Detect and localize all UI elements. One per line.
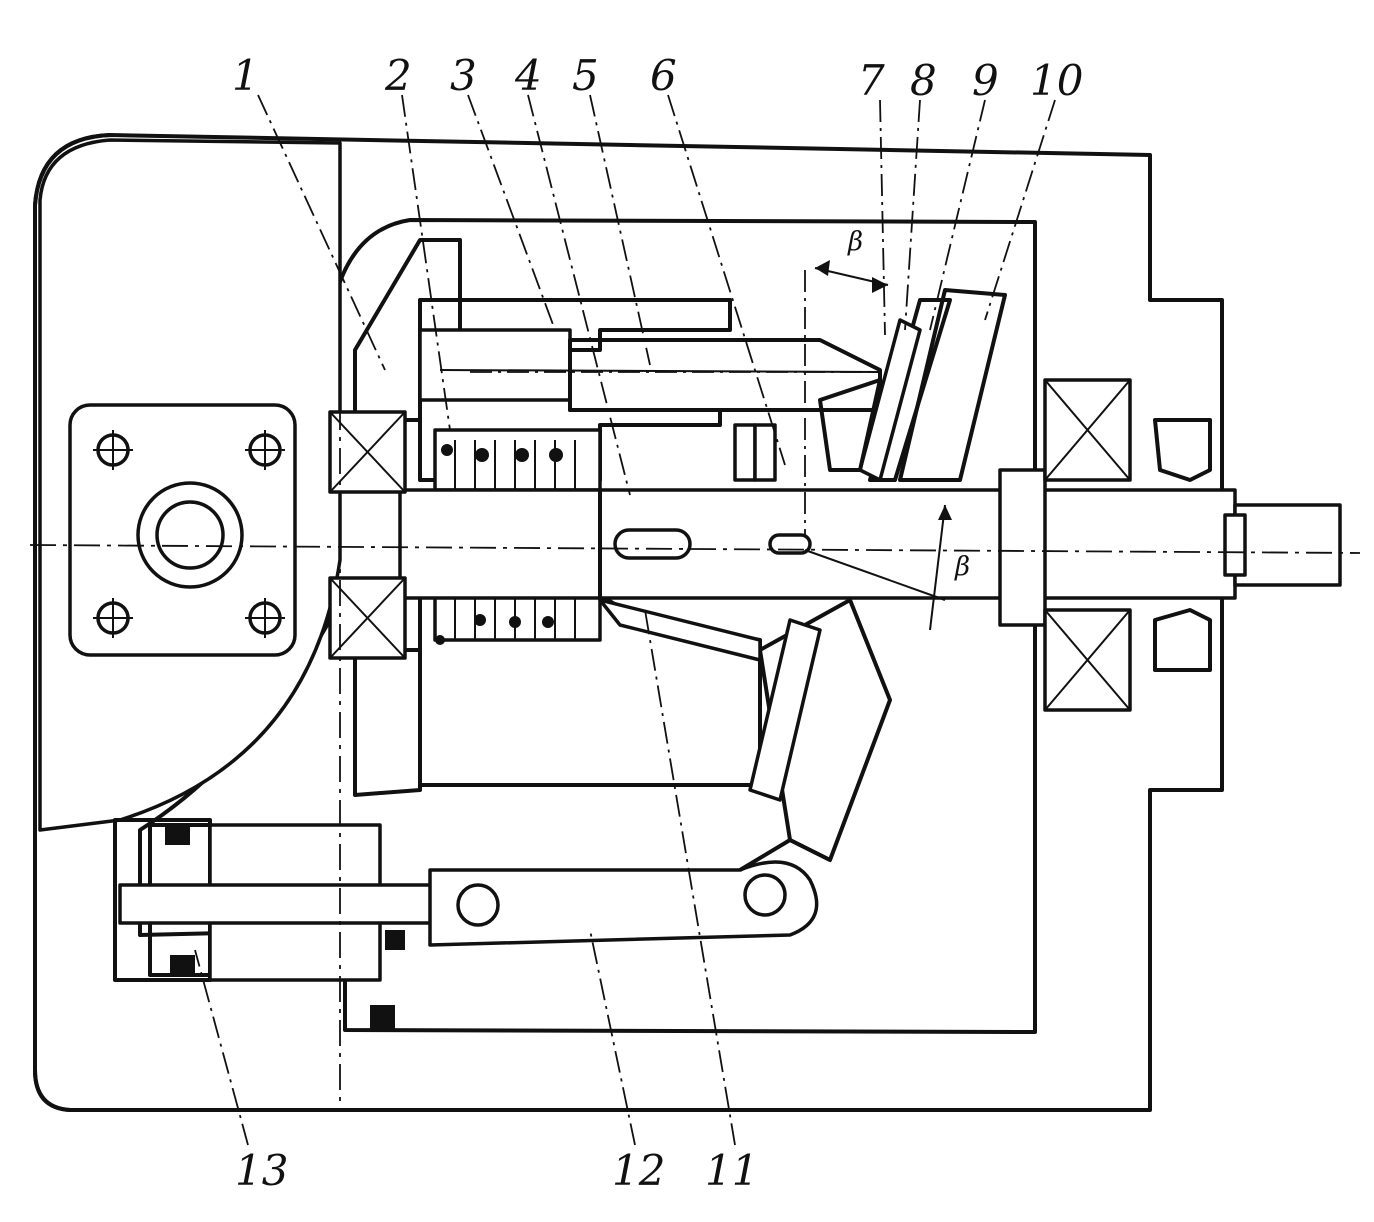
callout-labels: 1 2 3 4 5 6 7 8 9 10 11 12 13: [232, 51, 1083, 1195]
callout-2: 2: [384, 51, 412, 100]
angle-beta-upper: β: [814, 227, 889, 293]
callout-3: 3: [450, 51, 477, 100]
angle-beta-label: β: [954, 552, 970, 582]
bearing-right: [1043, 378, 1132, 712]
mounting-flange: [68, 403, 297, 657]
callout-8: 8: [910, 56, 937, 105]
callout-6: 6: [650, 51, 677, 100]
callout-5: 5: [572, 51, 599, 100]
callout-9: 9: [972, 56, 999, 105]
callout-4: 4: [514, 51, 542, 100]
lever-pin-icon: [456, 883, 500, 927]
swash-plate-assembly: [733, 288, 1007, 862]
shaft-pivot-icon: [768, 533, 812, 555]
bolt-hole-icon: [93, 430, 285, 638]
lever-pivot-icon: [743, 873, 787, 917]
shaft-key-slot-icon: [613, 528, 692, 560]
shaft-seal: [1153, 418, 1212, 672]
angle-beta-lower: β: [929, 504, 970, 631]
callout-12: 12: [612, 1146, 665, 1195]
return-spring: [433, 428, 602, 645]
control-cylinder: [113, 818, 452, 1030]
bearing-left: [328, 410, 407, 660]
leader-lines: [194, 94, 1056, 1146]
piston: [598, 598, 762, 662]
callout-11: 11: [705, 1146, 758, 1195]
cylinder-block: [418, 298, 882, 787]
callout-1: 1: [232, 51, 259, 100]
callout-13: 13: [235, 1146, 288, 1195]
drive-shaft: [398, 468, 1342, 627]
callout-10: 10: [1030, 56, 1083, 105]
callout-7: 7: [858, 56, 885, 105]
angle-beta-label: β: [847, 227, 863, 257]
control-lever: [428, 838, 831, 947]
center-lines: [29, 140, 1361, 1110]
spring-coil-section-icon: [435, 444, 563, 645]
